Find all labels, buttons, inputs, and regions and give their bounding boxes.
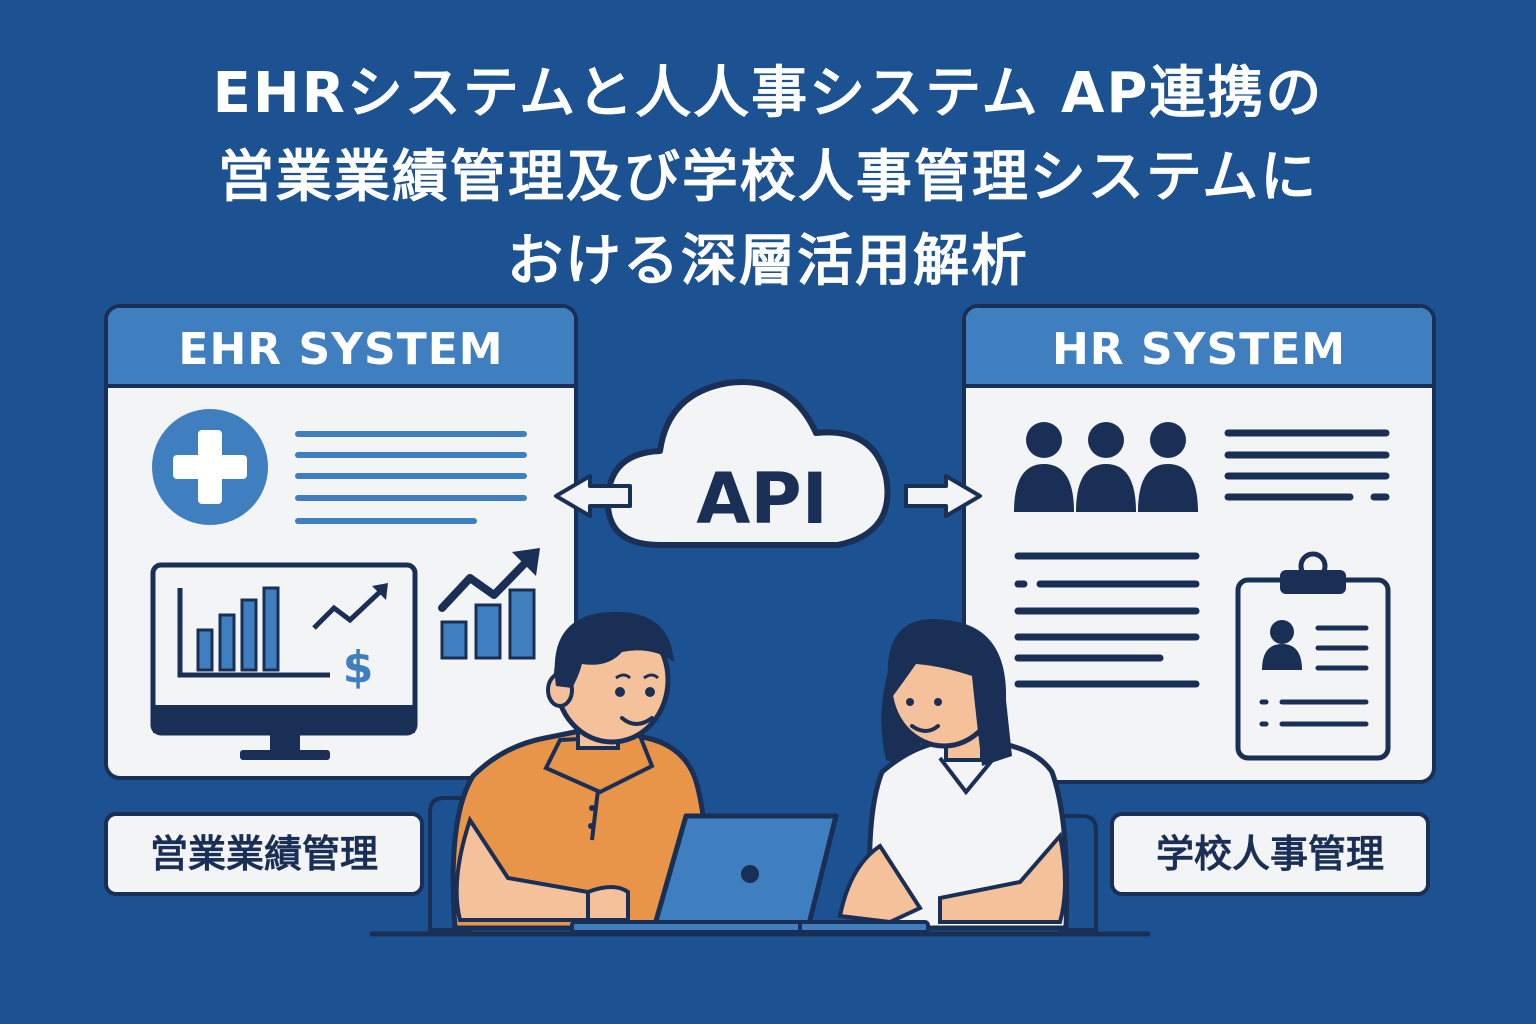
woman-character	[798, 619, 1070, 934]
hr-system-panel: HR SYSTEM	[962, 304, 1436, 784]
api-cloud-icon: API	[604, 379, 891, 548]
people-group-icon	[1014, 422, 1198, 512]
ehr-panel-header: EHR SYSTEM	[108, 308, 574, 388]
api-label: API	[696, 458, 828, 540]
clipboard-profile-icon	[1235, 551, 1391, 761]
page-title: EHRシステムと人人事システム AP連携の 営業業績管理及び学校人事管理システム…	[0, 52, 1536, 304]
monitor-chart-icon: $	[150, 562, 418, 760]
right-arrow-icon	[904, 474, 982, 518]
school-hr-label: 学校人事管理	[1110, 812, 1430, 896]
title-line-1: EHRシステムと人人事システム AP連携の	[212, 61, 1324, 126]
sales-performance-label: 営業業績管理	[104, 812, 424, 896]
growth-chart-icon	[438, 548, 540, 660]
hr-text-lines	[1014, 429, 1390, 688]
left-arrow-icon	[554, 474, 632, 518]
dollar-sign: $	[343, 642, 374, 693]
medical-cross-icon	[152, 409, 268, 525]
man-character	[450, 611, 710, 931]
title-line-3: おける深層活用解析	[507, 229, 1029, 294]
hr-panel-header: HR SYSTEM	[966, 308, 1432, 388]
title-line-2: 営業業績管理及び学校人事管理システムに	[217, 145, 1319, 210]
ehr-text-lines	[295, 431, 527, 524]
